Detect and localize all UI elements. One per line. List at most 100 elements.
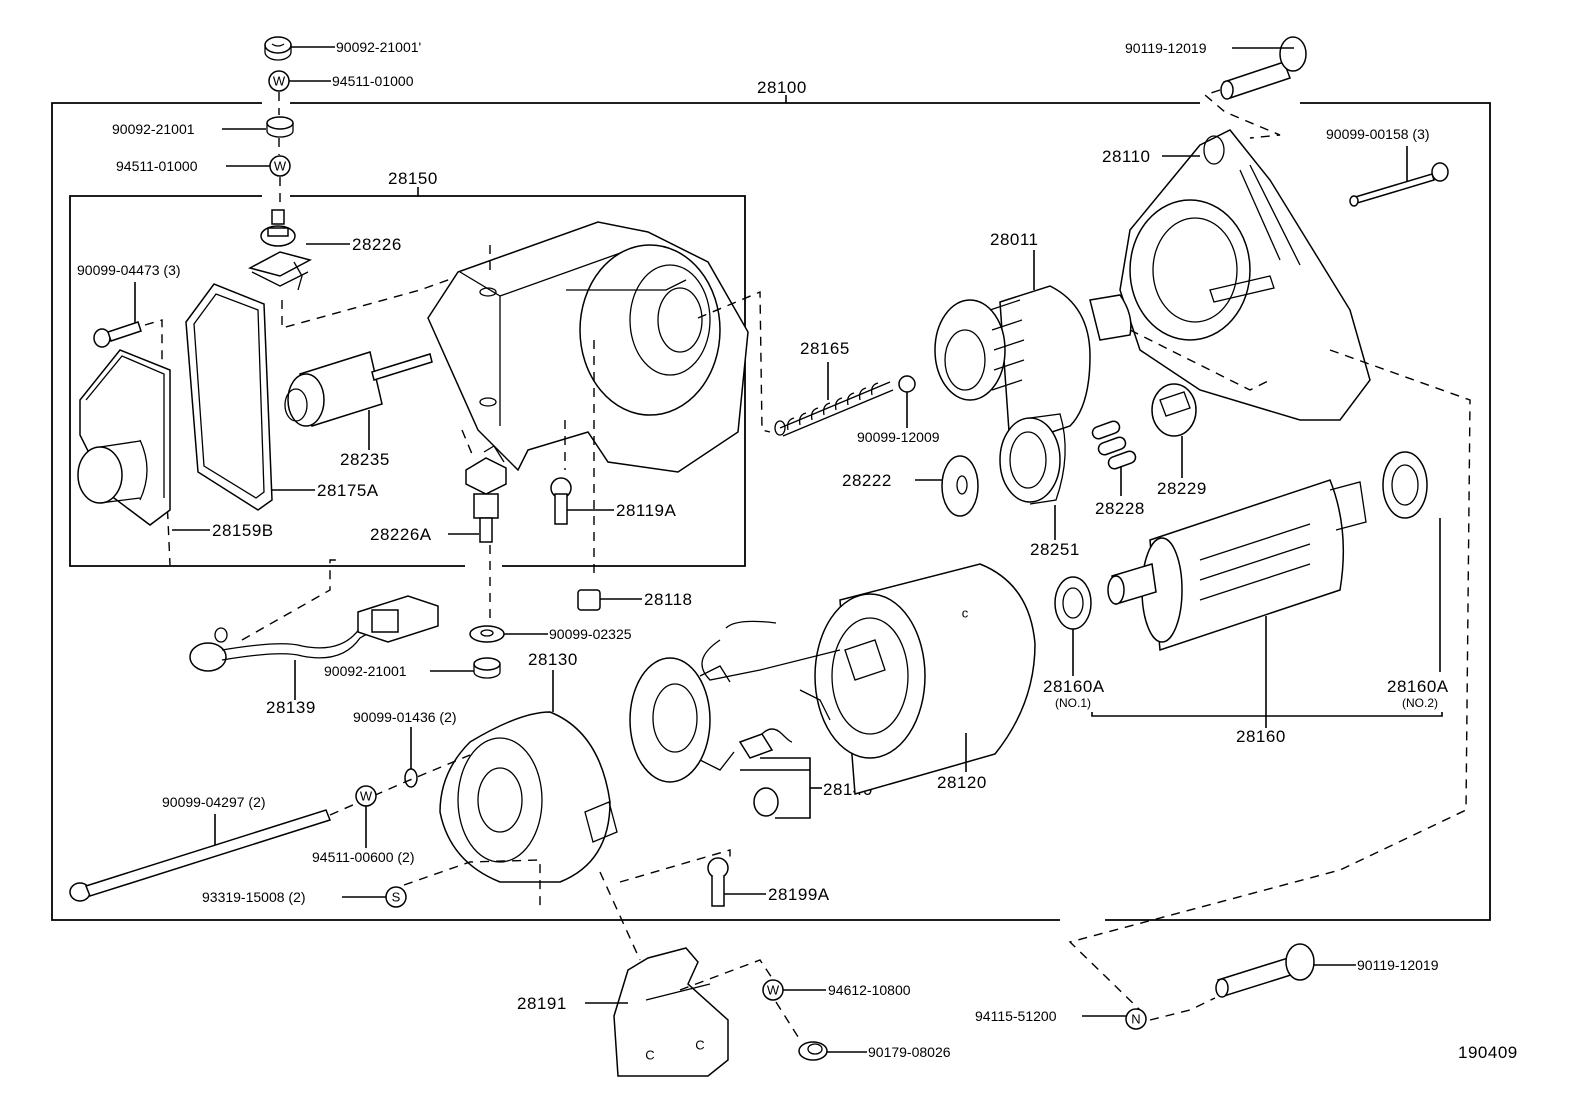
nut-n-icon[interactable]: N xyxy=(1125,1008,1147,1030)
label-28130: 28130 xyxy=(528,650,578,669)
label-28226: 28226 xyxy=(352,235,402,254)
label-94115-51200: 94115-51200 xyxy=(975,1008,1057,1024)
label-93319-15008: 93319-15008 (2) xyxy=(202,889,306,905)
bracket-icon[interactable]: C C xyxy=(613,947,729,1077)
label-90099-04473: 90099-04473 (3) xyxy=(77,262,181,278)
label-90092-21001: 90092-21001 xyxy=(112,121,195,137)
nut-icon[interactable] xyxy=(266,116,294,138)
idle-gear-icon[interactable] xyxy=(999,413,1066,505)
washer-w-icon[interactable]: W xyxy=(269,155,291,177)
label-28165: 28165 xyxy=(800,339,850,358)
label-94511-01000: 94511-01000 xyxy=(116,158,198,174)
clutch-icon[interactable] xyxy=(934,285,1132,448)
contact-plate-icon[interactable] xyxy=(550,477,572,525)
rollers-icon[interactable] xyxy=(1091,420,1137,471)
label-28160A-no1: 28160A xyxy=(1043,677,1105,696)
cap-icon[interactable] xyxy=(707,857,729,907)
armature-icon[interactable] xyxy=(1107,479,1367,652)
svg-text:N: N xyxy=(1131,1012,1140,1027)
label-90099-02325: 90099-02325 xyxy=(549,626,632,642)
lead-wire-icon[interactable] xyxy=(189,595,439,672)
label-28175A: 28175A xyxy=(317,481,379,500)
bolt-icon[interactable] xyxy=(1220,36,1307,100)
washer-plate-icon[interactable] xyxy=(469,625,505,643)
spring-icon[interactable] xyxy=(774,381,894,437)
label-28160A-no1-note: (NO.1) xyxy=(1055,696,1091,710)
svg-text:c: c xyxy=(962,606,969,621)
washer-w-icon[interactable]: W xyxy=(762,979,784,1001)
terminal-kit-icon[interactable] xyxy=(247,209,313,291)
housing-icon[interactable] xyxy=(1119,129,1371,421)
terminal-kit-a-icon[interactable] xyxy=(465,445,507,543)
svg-text:W: W xyxy=(274,159,287,174)
label-90092-21001-top: 90092-21001' xyxy=(336,39,421,55)
label-94511-01000-top: 94511-01000 xyxy=(332,73,414,89)
packing-icon[interactable] xyxy=(577,589,601,611)
label-90119-12019-top: 90119-12019 xyxy=(1125,40,1207,56)
screw-icon[interactable] xyxy=(93,321,142,348)
brush-spring-icon[interactable] xyxy=(738,728,793,817)
label-94612-10800: 94612-10800 xyxy=(828,982,911,998)
ball-icon[interactable] xyxy=(898,375,916,393)
label-28110: 28110 xyxy=(1102,147,1151,166)
label-28159B: 28159B xyxy=(212,521,274,540)
yoke-icon[interactable]: c xyxy=(701,563,1036,795)
label-28120: 28120 xyxy=(937,773,987,792)
label-28160A-no2: 28160A xyxy=(1387,677,1449,696)
bearing-icon[interactable] xyxy=(1054,576,1092,630)
svg-text:C: C xyxy=(695,1038,704,1053)
label-90099-00158: 90099-00158 (3) xyxy=(1326,126,1430,142)
label-28191: 28191 xyxy=(517,994,567,1013)
washer-w-icon[interactable]: W xyxy=(355,785,377,807)
end-frame-icon[interactable] xyxy=(439,711,618,883)
svg-text:W: W xyxy=(767,983,780,998)
o-ring-icon[interactable] xyxy=(404,768,418,788)
label-28118: 28118 xyxy=(644,590,693,609)
washer-plain-icon[interactable] xyxy=(941,455,979,517)
label-28150: 28150 xyxy=(388,169,438,188)
label-28226A: 28226A xyxy=(370,525,432,544)
nut-top-icon[interactable] xyxy=(264,36,292,61)
label-90099-04297: 90099-04297 (2) xyxy=(162,794,266,810)
label-90179-08026: 90179-08026 xyxy=(868,1044,951,1060)
subassembly-frame-28150 xyxy=(69,187,746,567)
label-28228: 28228 xyxy=(1095,499,1145,518)
label-28229: 28229 xyxy=(1157,479,1207,498)
bearing-icon[interactable] xyxy=(1382,451,1428,519)
through-bolt-icon[interactable] xyxy=(69,809,331,902)
svg-text:S: S xyxy=(392,890,401,905)
label-28235: 28235 xyxy=(340,450,390,469)
label-28100: 28100 xyxy=(757,78,807,97)
label-90119-12019-bottom: 90119-12019 xyxy=(1357,957,1439,973)
plunger-icon[interactable] xyxy=(284,351,433,427)
washer-w-icon[interactable]: W xyxy=(268,70,290,92)
figure-id: 190409 xyxy=(1458,1043,1518,1062)
label-28160: 28160 xyxy=(1236,727,1286,746)
switch-housing-icon[interactable] xyxy=(427,221,749,473)
label-28119A: 28119A xyxy=(616,501,677,520)
label-28199A: 28199A xyxy=(768,885,830,904)
nut-icon[interactable] xyxy=(473,657,501,679)
brush-holder-icon[interactable] xyxy=(629,657,735,783)
label-28011: 28011 xyxy=(990,230,1039,249)
nut-flange-icon[interactable] xyxy=(798,1041,828,1061)
bolt-icon[interactable] xyxy=(1215,943,1315,998)
svg-text:C: C xyxy=(645,1048,654,1063)
svg-text:W: W xyxy=(273,74,286,89)
label-94511-00600: 94511-00600 (2) xyxy=(312,849,414,865)
label-90099-01436: 90099-01436 (2) xyxy=(353,709,457,725)
end-cover-icon[interactable] xyxy=(77,349,171,526)
label-28251: 28251 xyxy=(1030,540,1080,559)
svg-text:W: W xyxy=(360,789,373,804)
label-28160A-no2-note: (NO.2) xyxy=(1402,696,1438,710)
screw-s-icon[interactable]: S xyxy=(385,886,407,908)
label-28139: 28139 xyxy=(266,698,316,717)
gasket-icon[interactable] xyxy=(185,283,273,511)
assembly-frame-28100 xyxy=(51,95,1491,921)
label-90099-12009: 90099-12009 xyxy=(857,429,940,445)
bolt-long-icon[interactable] xyxy=(1349,162,1449,207)
label-90092-21001-lead: 90092-21001 xyxy=(324,663,407,679)
label-28222: 28222 xyxy=(842,471,892,490)
retainer-icon[interactable] xyxy=(1151,383,1197,437)
